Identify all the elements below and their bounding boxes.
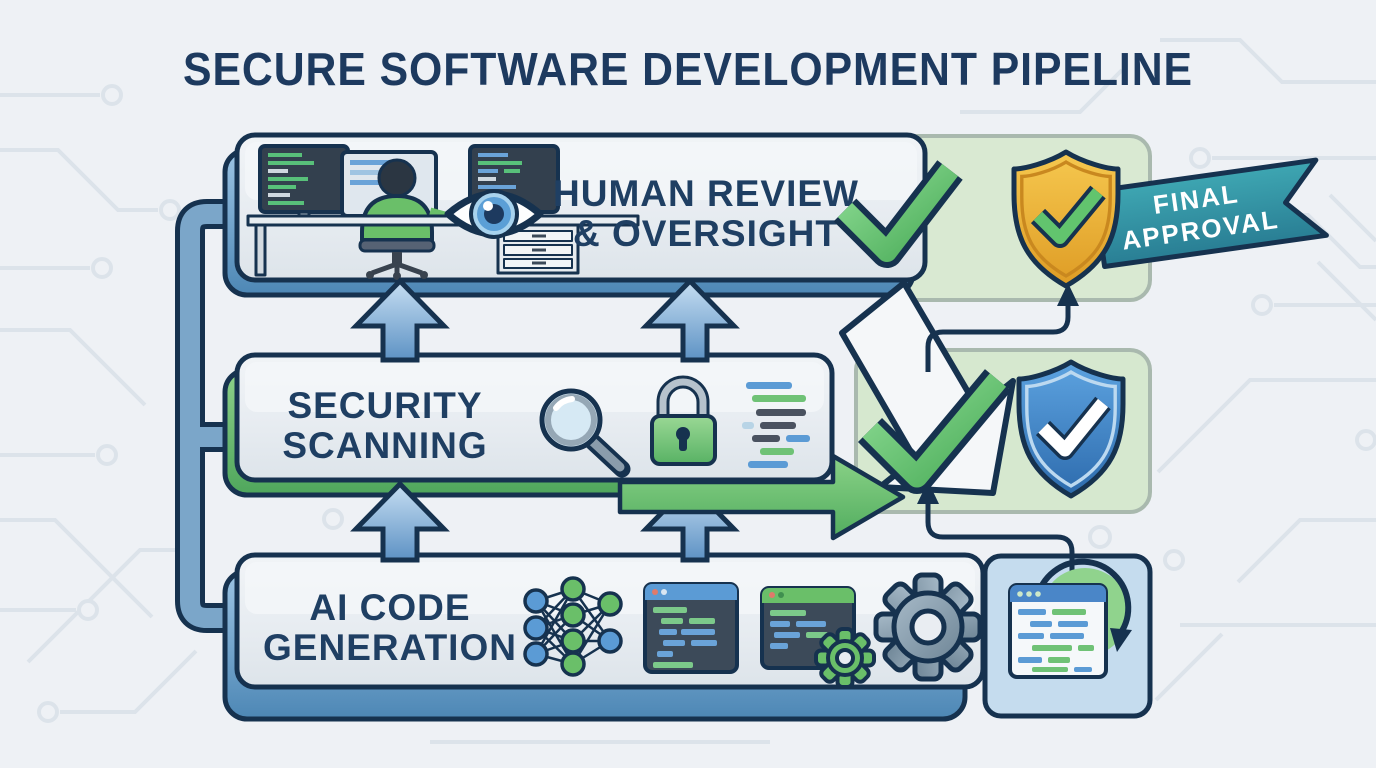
page-title: SECURE SOFTWARE DEVELOPMENT PIPELINE <box>183 43 1193 95</box>
code-window-gear-icon <box>760 586 876 689</box>
up-arrow-icon <box>640 277 740 363</box>
padlock-icon <box>650 375 717 466</box>
monitor-code-lines <box>268 153 314 205</box>
code-lines-icon <box>742 382 810 468</box>
band-label-human-review-line1: HUMAN REVIEW <box>553 173 859 214</box>
up-arrow-icon <box>350 480 450 563</box>
small-gear-icon <box>814 627 876 689</box>
scan-connector-line <box>917 481 1075 572</box>
checkmark-icon <box>833 160 963 268</box>
checkmark-icon <box>857 369 1012 494</box>
band-label-human-review-line2: & OVERSIGHT <box>573 213 839 254</box>
gear-icon <box>873 572 983 682</box>
code-window-icon <box>643 582 739 674</box>
band-label-security-line2: SCANNING <box>282 425 487 466</box>
band-label-security-line1: SECURITY <box>287 385 482 426</box>
scan-pass-arrow <box>617 453 906 541</box>
eye-icon <box>444 189 544 239</box>
up-arrow-icon <box>640 480 740 563</box>
band-label-ai-line1: AI CODE <box>309 587 470 628</box>
band-label-ai-line2: GENERATION <box>263 627 517 668</box>
browser-refresh-icon <box>1008 558 1132 679</box>
final-approval-ribbon: FINAL APPROVAL <box>1091 157 1329 270</box>
approval-connector-line <box>925 283 1079 372</box>
shield-check-blue-icon <box>1016 359 1126 499</box>
up-arrow-icon <box>350 277 450 363</box>
stage-flow-up-arrows <box>350 277 740 563</box>
shield-check-gold-icon <box>1011 149 1121 289</box>
neural-network-icon <box>523 576 623 677</box>
magnifier-icon <box>539 388 631 478</box>
